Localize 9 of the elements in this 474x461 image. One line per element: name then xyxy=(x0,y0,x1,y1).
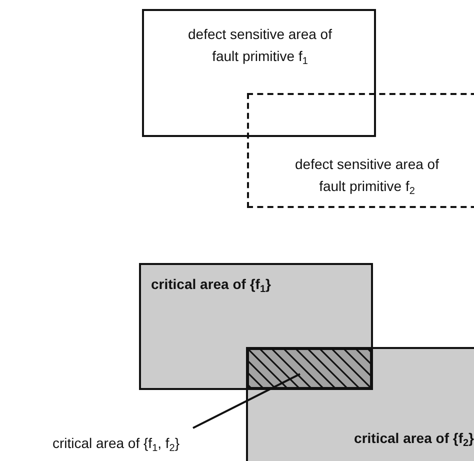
defect-sensitive-area xyxy=(247,93,474,208)
area-label: critical area of {f$_{2}$} xyxy=(353,429,474,449)
leader-line xyxy=(192,373,300,429)
area-label: defect sensitive area of fault primitive f$_{2}$ xyxy=(294,155,440,197)
area-label: defect sensitive area of fault primitive f$_{1}$ xyxy=(187,25,333,67)
hatched-area xyxy=(246,347,373,390)
area-label: critical area of {f$_{1}$, f$_{2}$} xyxy=(10,432,222,454)
area-label: critical area of {f$_{1}$} xyxy=(151,275,272,295)
defect-sensitive-area xyxy=(142,9,376,137)
